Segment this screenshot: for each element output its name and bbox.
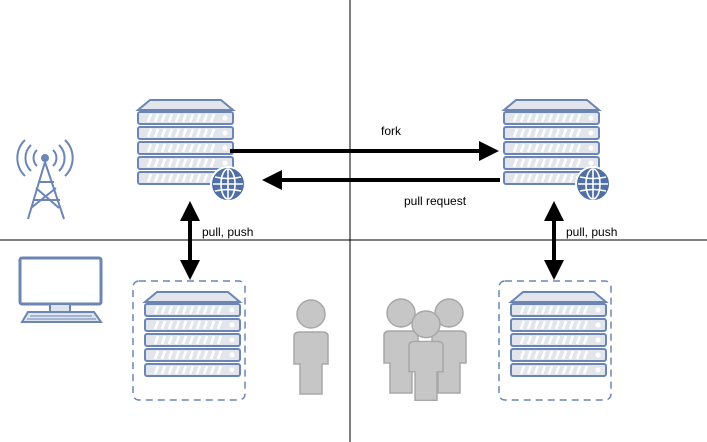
fork-label: fork (381, 124, 402, 138)
server-icon-local-left (145, 292, 240, 376)
monitor-icon (18, 256, 103, 323)
server-icon-local-right (511, 292, 606, 376)
local-repo-box-right (498, 280, 612, 401)
local-repo-box-left (132, 280, 246, 401)
pull-push-label-right: pull, push (566, 225, 618, 239)
pull-push-label-left: pull, push (202, 225, 254, 239)
globe-icon (210, 166, 246, 202)
group-icon (383, 298, 467, 402)
radio-tower-icon (16, 139, 74, 220)
pull-request-label: pull request (404, 194, 467, 208)
person-icon (293, 299, 329, 395)
globe-icon (575, 166, 611, 202)
